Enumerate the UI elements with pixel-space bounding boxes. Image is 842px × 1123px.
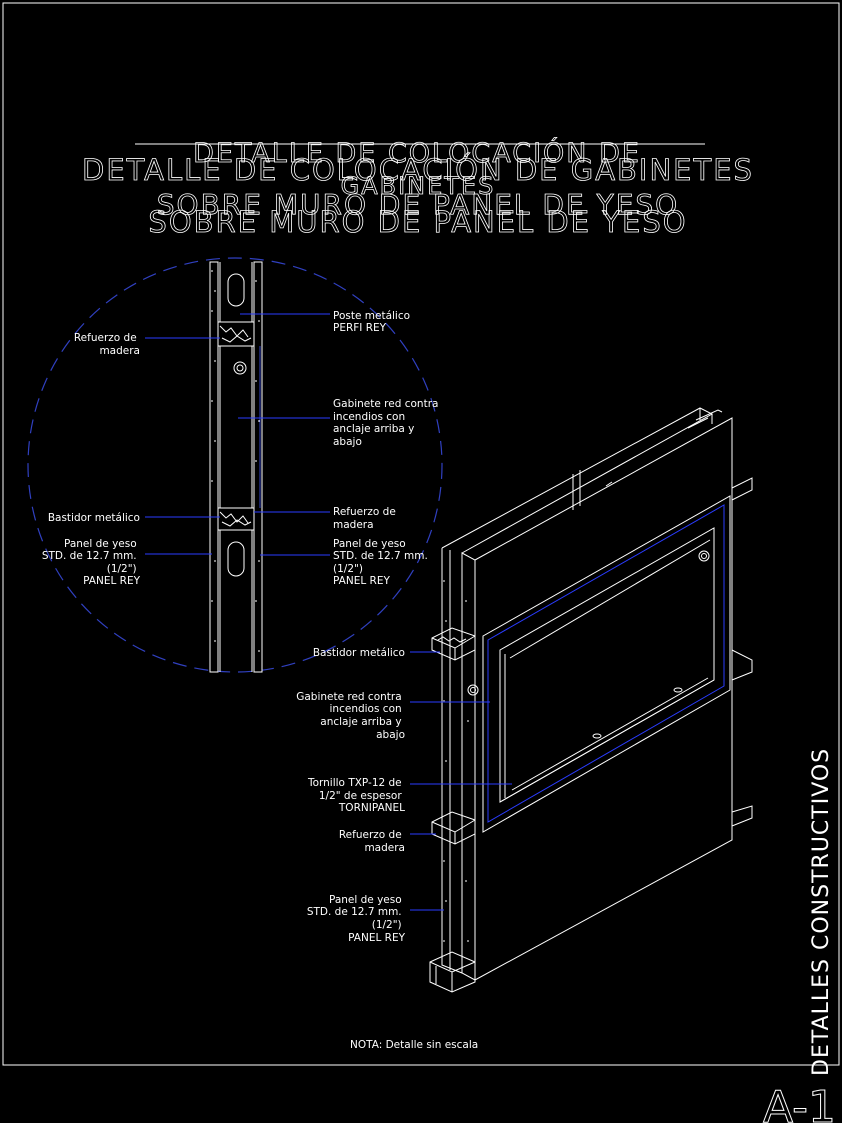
title-block: DETALLE DE COLOCACIÓN DE DETALLE DE COLO… <box>82 137 754 240</box>
label-poste: Poste metálico PERFI REY <box>333 310 413 334</box>
iso-bottom-track <box>429 951 476 993</box>
iso-label-refuerzo: Refuerzo de madera <box>339 829 405 854</box>
sheet-number: A-1 <box>763 1082 836 1123</box>
iso-label-gabinete: Gabinete red contra incendios con anclaj… <box>296 691 405 741</box>
section-leaders <box>145 313 330 556</box>
section-detail: Refuerzo de madera Bastidor metálico Pan… <box>27 257 443 673</box>
iso-label-bastidor: Bastidor metálico <box>313 647 405 659</box>
iso-label-texts: Bastidor metálico Gabinete red contra in… <box>296 647 405 944</box>
iso-label-panel: Panel de yeso STD. de 12.7 mm. (1/2") PA… <box>307 894 406 944</box>
iso-front-panel <box>474 417 733 981</box>
section-label-texts: Refuerzo de madera Bastidor metálico Pan… <box>42 310 442 587</box>
label-panel-left: Panel de yeso STD. de 12.7 mm. (1/2") PA… <box>42 538 141 587</box>
label-gabinete-right: Gabinete red contra incendios con anclaj… <box>333 398 442 448</box>
title-line-1a: DETALLE DE COLOCACIÓN DE <box>193 137 641 169</box>
iso-refuerzo <box>431 811 476 845</box>
note-text: NOTA: Detalle sin escala <box>350 1039 478 1051</box>
iso-panel-edge <box>461 552 476 981</box>
detail-circle <box>27 257 443 673</box>
title-line-2b: SOBRE MURO DE PANEL DE YESO <box>148 205 687 239</box>
label-bastidor-left: Bastidor metálico <box>48 512 140 524</box>
isometric-view <box>429 407 753 993</box>
label-panel-right: Panel de yeso STD. de 12.7 mm. (1/2") PA… <box>333 538 431 587</box>
title-line-2a: SOBRE MURO DE PANEL DE YESO <box>157 188 679 221</box>
sheet-border <box>2 2 840 1066</box>
wall-section <box>209 261 263 673</box>
iso-bastidor <box>431 627 476 661</box>
iso-leaders <box>410 651 512 911</box>
title-line-1c: DETALLE DE COLOCACIÓN DE GABINETES <box>82 153 754 187</box>
label-refuerzo-right: Refuerzo de madera <box>333 506 399 531</box>
iso-label-tornillo: Tornillo TXP-12 de 1/2" de espesor TORNI… <box>307 777 405 814</box>
label-refuerzo-left: Refuerzo de madera <box>74 332 140 357</box>
title-line-1b: GABINETES <box>341 172 496 200</box>
iso-cabinet-frame <box>482 495 731 833</box>
sheet-title: DETALLES CONSTRUCTIVOS <box>809 748 834 1076</box>
